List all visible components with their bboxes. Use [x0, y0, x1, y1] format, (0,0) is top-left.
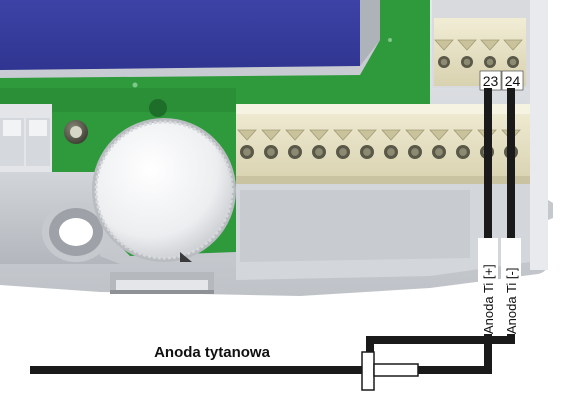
terminal-screw-icon: [434, 39, 454, 68]
anode-wires: [366, 88, 515, 374]
bottom-clip: [110, 272, 214, 294]
terminal-screw-icon: [480, 39, 500, 68]
main-terminal-strip: [236, 104, 530, 184]
titanium-anode: Anoda tytanowa: [30, 344, 419, 391]
terminal-screw-icon: [357, 129, 377, 159]
terminal-screw-icon: [503, 39, 523, 68]
rotary-knob-icon: [92, 118, 236, 262]
terminal-screw-icon: [309, 129, 329, 159]
wire-minus: [507, 88, 515, 343]
terminal-24-label: 24: [505, 73, 521, 89]
pcb-hole-icon: [149, 99, 167, 117]
wire-labels: Anoda Ti [+] Anoda Ti [-]: [478, 238, 521, 334]
anode-rod: [30, 366, 366, 374]
wire-plus-label: Anoda Ti [+]: [481, 264, 496, 334]
terminal-screw-icon: [453, 129, 473, 159]
terminal-screw-icon: [261, 129, 281, 159]
anode-fitting: [361, 351, 375, 391]
terminal-screw-icon: [457, 39, 477, 68]
terminal-screw-icon: [381, 129, 401, 159]
lower-housing-block: [236, 184, 530, 280]
terminal-screw-icon: [333, 129, 353, 159]
screw-icon: [64, 120, 88, 144]
terminal-screw-icon: [237, 129, 257, 159]
left-connector: [0, 104, 52, 172]
terminal-23-label: 23: [483, 73, 499, 89]
anode-label: Anoda tytanowa: [154, 344, 270, 361]
terminal-screw-icon: [405, 129, 425, 159]
wire-minus-label: Anoda Ti [-]: [504, 268, 519, 334]
terminal-screw-icon: [429, 129, 449, 159]
wire-plus: [484, 88, 492, 350]
lcd-display: [0, 0, 380, 78]
housing-cavity: [0, 172, 120, 264]
cable-slot-icon: [42, 202, 110, 262]
terminal-screw-icon: [285, 129, 305, 159]
